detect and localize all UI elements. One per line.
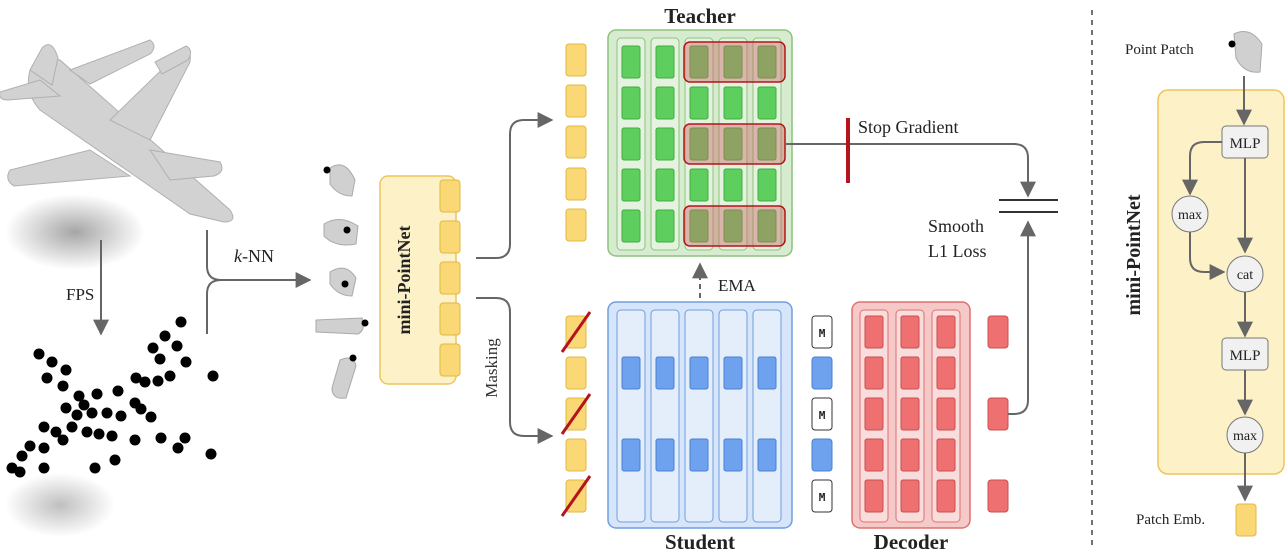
mask-token-3: M (819, 491, 826, 504)
inset-node-mlp-2: MLP (1230, 348, 1261, 364)
embedding-tokens (439, 179, 461, 377)
decoder-outputs (987, 220, 1036, 513)
knn-arrow (206, 230, 312, 334)
inset-node-cat: cat (1237, 268, 1253, 283)
student-encoder (607, 301, 793, 529)
teacher-target-overlays (683, 41, 786, 247)
mask-token-2: M (819, 409, 826, 422)
teacher-encoder (607, 29, 793, 257)
point-patches (315, 164, 369, 399)
stop-gradient-label: Stop Gradient (858, 117, 959, 137)
decoder-cells (864, 315, 956, 513)
mask-token-column: M M M (811, 315, 833, 513)
teacher-input-tokens (565, 43, 587, 242)
inset-input-label: Point Patch (1125, 42, 1194, 58)
student-input-tokens (560, 311, 592, 517)
stop-gradient-path (786, 118, 1036, 198)
inset-output-label: Patch Emb. (1136, 512, 1205, 528)
inset-node-max-1: max (1178, 208, 1202, 223)
loss-label-line2: L1 Loss (928, 241, 987, 261)
teacher-cells (621, 45, 777, 243)
airplane-point-cloud (0, 39, 234, 270)
mask-token-1: M (819, 327, 826, 340)
patch-1 (323, 164, 356, 197)
knn-label: k-NN (234, 246, 274, 266)
inset-title: mini-PointNet (1123, 194, 1145, 315)
patch-2 (323, 219, 359, 246)
fps-label: FPS (66, 285, 94, 304)
loss-symbol (999, 199, 1058, 213)
branch-arrows (476, 112, 554, 444)
decoder-title: Decoder (874, 530, 949, 554)
inset-flow: MLP max cat MLP max (1171, 76, 1269, 502)
patch-4 (315, 317, 369, 335)
inset-node-max-2: max (1233, 429, 1257, 444)
inset-point-patch (1228, 31, 1263, 73)
teacher-title: Teacher (664, 4, 736, 28)
fps-sampled-points (5, 316, 219, 537)
student-cells (621, 356, 777, 472)
masking-label: Masking (482, 338, 501, 398)
decoder-block (851, 301, 971, 529)
ema-label: EMA (718, 276, 757, 295)
mini-pointnet-label: mini-PointNet (394, 226, 414, 335)
patch-3 (329, 267, 357, 297)
student-title: Student (665, 530, 735, 554)
inset-output-token (1235, 503, 1257, 537)
loss-label-line1: Smooth (928, 216, 984, 236)
patch-5 (331, 354, 357, 399)
inset-node-mlp-1: MLP (1230, 136, 1261, 152)
